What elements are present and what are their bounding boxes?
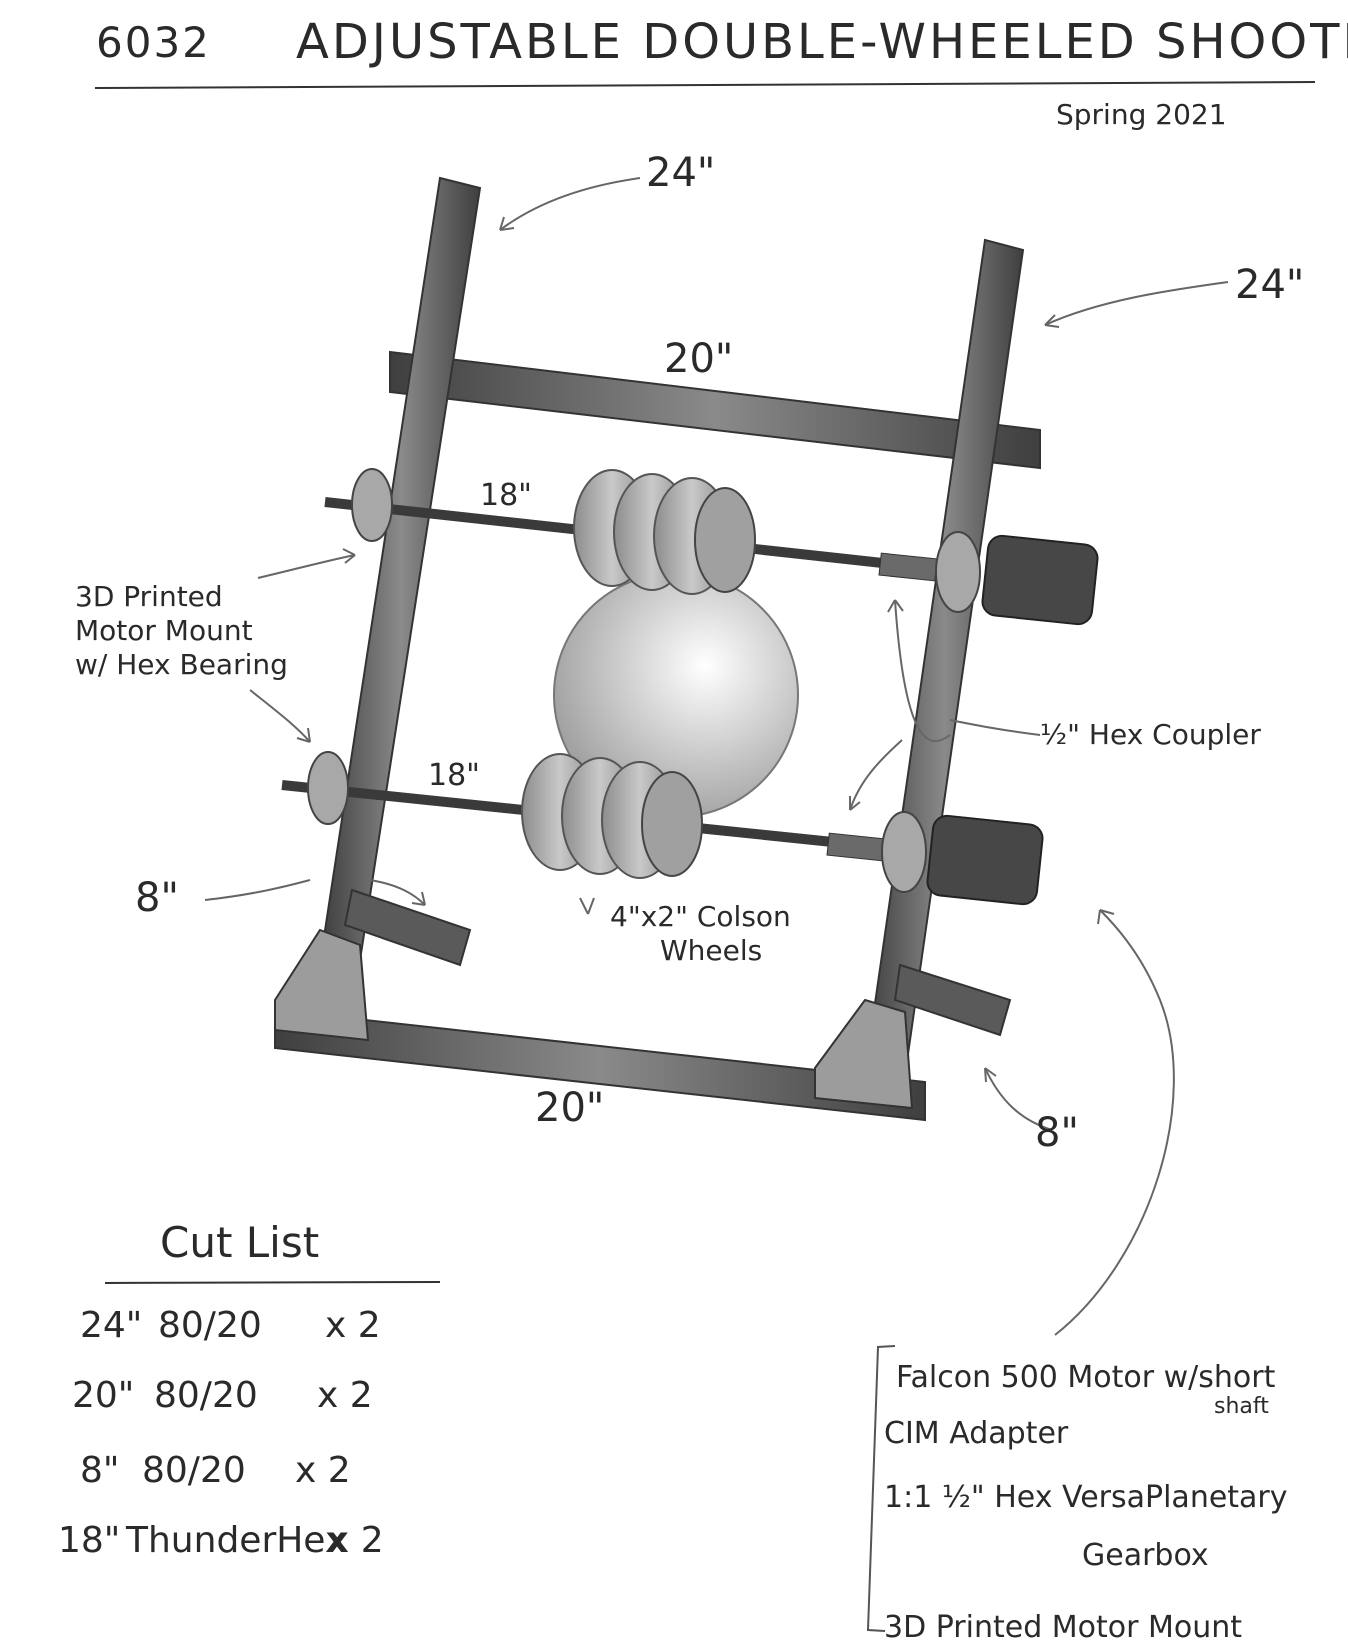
title-underline (94, 81, 1316, 89)
right-gusset (814, 998, 914, 1110)
upper-motor (981, 534, 1099, 626)
team-number: 6032 (96, 18, 211, 67)
dim-lower-shaft: 18" (428, 758, 480, 793)
parts-line: Falcon 500 Motor w/short (896, 1360, 1276, 1395)
note-hex-coupler: ½" Hex Coupler (1040, 718, 1261, 751)
dim-right-upright: 24" (1235, 262, 1305, 308)
lower-coupler (826, 832, 886, 862)
date-label: Spring 2021 (1056, 98, 1227, 131)
parts-line: CIM Adapter (884, 1416, 1069, 1451)
right-brace (893, 963, 1012, 1037)
parts-line: shaft (1214, 1394, 1269, 1419)
dim-left-brace: 8" (135, 875, 179, 921)
page-title: ADJUSTABLE DOUBLE-WHEELED SHOOTER (296, 14, 1348, 70)
bottom-crossbar (274, 1008, 926, 1122)
lower-right-mount (881, 811, 927, 893)
parts-line: 3D Printed Motor Mount (884, 1610, 1243, 1645)
note-wheels: 4"x2" Colson Wheels (610, 900, 791, 967)
upper-coupler (878, 552, 938, 582)
left-gusset (274, 928, 370, 1042)
lower-left-mount (307, 751, 349, 825)
upper-right-mount (935, 531, 981, 613)
leader-lines (204, 177, 1229, 1336)
parts-line: 1:1 ½" Hex VersaPlanetary (884, 1480, 1288, 1515)
dim-left-upright: 24" (646, 150, 716, 196)
left-upright (320, 176, 482, 962)
lower-motor (926, 814, 1044, 906)
upper-left-mount (351, 468, 393, 542)
right-upright (864, 238, 1025, 1077)
dim-top-crossbar: 20" (664, 336, 734, 382)
cut-list-title: Cut List (160, 1218, 320, 1267)
upper-wheels (573, 469, 756, 595)
left-brace (343, 888, 472, 967)
dim-bottom-crossbar: 20" (535, 1085, 605, 1131)
parts-line: Gearbox (1082, 1538, 1209, 1573)
lower-wheels (521, 753, 703, 879)
top-crossbar (389, 350, 1041, 470)
cut-list-underline (104, 1281, 441, 1284)
parts-bracket (866, 1345, 896, 1632)
note-motor-mount: 3D Printed Motor Mount w/ Hex Bearing (75, 580, 288, 681)
dim-upper-shaft: 18" (480, 478, 532, 513)
dim-right-brace: 8" (1035, 1110, 1079, 1156)
